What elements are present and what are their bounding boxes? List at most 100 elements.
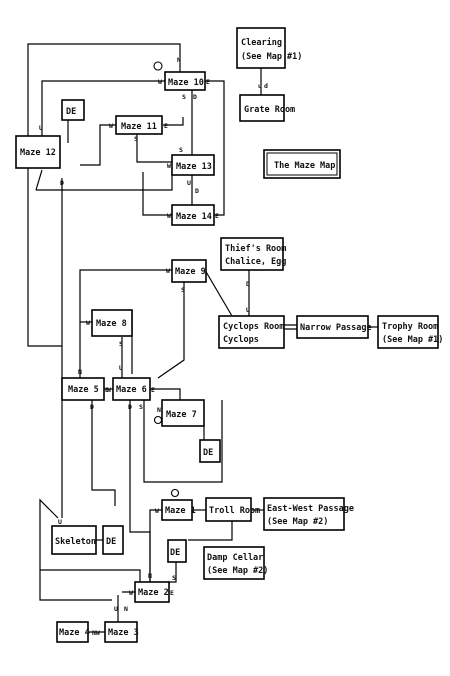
map-title: The Maze Map xyxy=(263,149,341,179)
room-skeleton: Skeleton xyxy=(51,525,97,555)
room-label: Grate Room xyxy=(244,105,295,115)
room-label: Cyclops Room xyxy=(223,322,284,332)
room-maze-8: Maze 8 xyxy=(91,309,133,337)
room-label: Maze 13 xyxy=(176,162,212,172)
edge-maze10-maze12 xyxy=(41,80,165,136)
room-maze-5: Maze 5 xyxy=(61,377,105,401)
room-label: (See Map #1) xyxy=(241,52,302,62)
exit-label: D xyxy=(60,179,64,187)
room-label: Maze 6 xyxy=(116,385,147,395)
exit-label: N xyxy=(157,406,161,414)
exit-label: S xyxy=(172,574,176,582)
exit-label: W xyxy=(155,507,159,515)
exit-label: U xyxy=(187,179,191,187)
room-maze-6: Maze 6 xyxy=(112,377,151,401)
exit-label: S xyxy=(119,340,123,348)
room-label: DE xyxy=(66,107,76,117)
exit-label: W xyxy=(166,267,170,275)
edge-cyclops-narrow xyxy=(284,324,297,330)
room-maze-12: Maze 12 xyxy=(15,135,61,169)
room-de-skeleton: DE xyxy=(102,525,124,555)
room-maze-4: Maze 4 xyxy=(56,621,90,643)
room-maze-9: Maze 9 xyxy=(171,259,207,283)
room-maze-14: Maze 14 xyxy=(171,204,215,226)
exit-label: E xyxy=(206,78,210,86)
room-label: Narrow Passage xyxy=(300,323,372,333)
exit-label: S xyxy=(134,135,138,143)
room-de-lower: DE xyxy=(167,539,187,563)
exit-label: W xyxy=(86,319,90,327)
room-damp-cellar: Damp Cellar (See Map #2) xyxy=(203,546,268,580)
edge-maze6-maze2 xyxy=(129,400,151,582)
room-label: Maze 14 xyxy=(176,212,212,222)
exit-label: D xyxy=(90,403,94,411)
exit-label: E xyxy=(170,589,174,597)
exit-label: D xyxy=(128,403,132,411)
edge-maze12-diagonal xyxy=(35,169,43,191)
edge-maze11-east xyxy=(163,117,184,126)
exit-label: W xyxy=(107,386,111,394)
exit-label: U xyxy=(39,124,43,132)
edge-maze2-maze3 xyxy=(117,591,135,622)
room-thiefs-room: Thief's Room Chalice, Egg xyxy=(220,237,286,271)
room-label: (See Map #1) xyxy=(382,335,443,345)
room-label: (See Map #2) xyxy=(267,517,328,527)
exit-label: S xyxy=(182,93,186,101)
edge-troll-down xyxy=(188,521,233,541)
room-label: DE xyxy=(170,548,180,558)
exit-label: d xyxy=(264,82,268,90)
exit-label: W xyxy=(158,78,162,86)
room-label: DE xyxy=(203,448,213,458)
room-clearing: Clearing (See Map #1) xyxy=(236,27,302,69)
edge-maze12-loop xyxy=(36,168,173,191)
room-label: Clearing xyxy=(241,37,282,48)
edge-maze6-loop xyxy=(143,400,223,483)
exit-label: S xyxy=(179,146,183,154)
room-label: Maze 4 xyxy=(59,628,90,638)
exit-label: N xyxy=(78,368,82,376)
room-label: East-West Passage xyxy=(267,504,354,514)
exit-label: W xyxy=(167,212,171,220)
edge-maze9-maze5 xyxy=(79,269,172,378)
exit-label: E xyxy=(164,122,168,130)
room-label: Cyclops xyxy=(223,335,259,345)
loop-icon xyxy=(153,415,163,425)
exit-label: E xyxy=(151,386,155,394)
room-de-mid: DE xyxy=(199,439,221,463)
edge-maze14-west xyxy=(142,172,172,216)
exit-label: E xyxy=(215,212,219,220)
room-maze-11: Maze 11 xyxy=(115,115,163,135)
room-label: Chalice, Egg xyxy=(225,256,286,267)
edge-maze10-maze14 xyxy=(205,80,225,216)
room-maze-1: Maze 1 xyxy=(161,499,196,521)
room-east-west-passage: East-West Passage (See Map #2) xyxy=(263,497,354,531)
room-maze-3: Maze 3 xyxy=(104,621,139,643)
exit-label: U xyxy=(246,306,250,314)
room-label: Maze 8 xyxy=(96,319,127,329)
exit-label: S xyxy=(181,286,185,294)
room-label: Maze 10 xyxy=(168,78,204,88)
exit-label: W xyxy=(167,162,171,170)
room-label: Maze 11 xyxy=(121,122,157,132)
exit-label: D xyxy=(195,187,199,195)
edge-maze5-down xyxy=(91,400,116,506)
exit-label: D xyxy=(246,280,250,288)
room-cyclops: Cyclops Room Cyclops xyxy=(218,315,285,349)
room-maze-7: Maze 7 xyxy=(161,399,205,427)
room-narrow-passage: Narrow Passage xyxy=(296,315,372,339)
room-label: Maze 9 xyxy=(175,267,206,277)
room-label: Maze 2 xyxy=(138,588,169,598)
exit-label: U xyxy=(114,605,118,613)
edge-de-maze2 xyxy=(168,562,177,583)
edge-maze1-west xyxy=(149,509,162,582)
room-label: (See Map #2) xyxy=(207,566,268,576)
edge-maze11-maze13 xyxy=(136,133,172,163)
room-maze-10: Maze 10 xyxy=(164,71,206,91)
room-label: Skeleton xyxy=(55,537,96,547)
room-label: DE xyxy=(106,537,116,547)
room-trophy: Trophy Room (See Map #1) xyxy=(377,315,443,349)
edge-maze6-maze7 xyxy=(150,388,181,400)
room-maze-2: Maze 2 xyxy=(134,581,170,603)
room-label: Maze 7 xyxy=(166,410,197,420)
